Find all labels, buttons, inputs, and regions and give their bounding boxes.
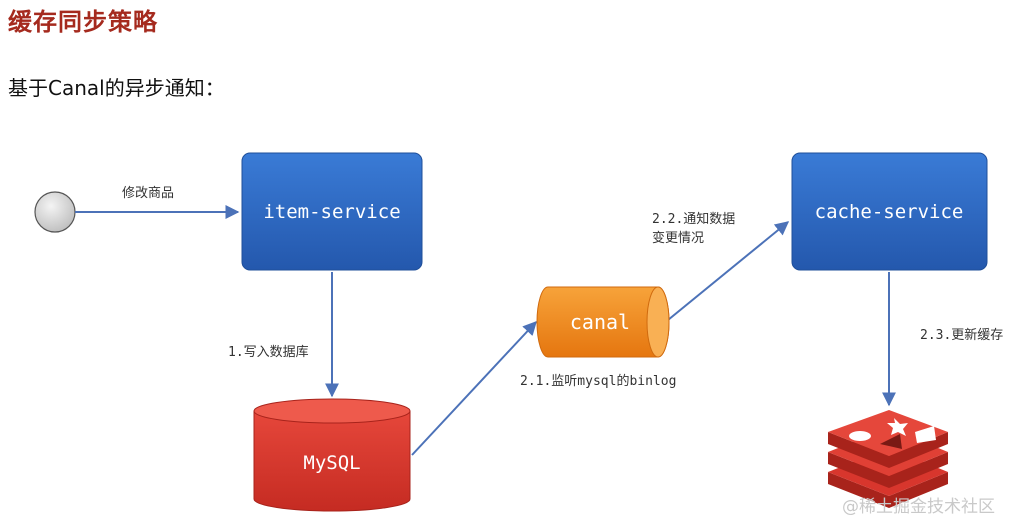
edge-listen-binlog xyxy=(411,320,537,456)
label-listen-binlog: 2.1.监听mysql的binlog xyxy=(520,374,677,389)
redis-logo-icon xyxy=(828,410,948,508)
canal-label: canal xyxy=(570,310,630,334)
label-update-cache: 2.3.更新缓存 xyxy=(920,328,1004,343)
cache-service-label: cache-service xyxy=(815,201,964,223)
label-modify-product: 修改商品 xyxy=(122,186,175,201)
mysql-label: MySQL xyxy=(303,452,360,474)
mysql-node: MySQL xyxy=(253,398,411,512)
canal-node: canal xyxy=(536,286,670,358)
cache-service-node: cache-service xyxy=(791,152,988,271)
item-service-label: item-service xyxy=(263,201,400,223)
edge-notify-change xyxy=(667,221,790,321)
label-write-db: 1.写入数据库 xyxy=(228,345,309,360)
watermark: @稀土掘金技术社区 xyxy=(842,497,995,517)
label-notify-line1: 2.2.通知数据 xyxy=(652,212,736,227)
item-service-node: item-service xyxy=(241,152,423,271)
label-notify-line2: 变更情况 xyxy=(652,231,705,246)
subtitle: 基于Canal的异步通知： xyxy=(8,76,225,100)
page-title: 缓存同步策略 xyxy=(8,8,158,36)
start-node-circle xyxy=(34,191,76,233)
